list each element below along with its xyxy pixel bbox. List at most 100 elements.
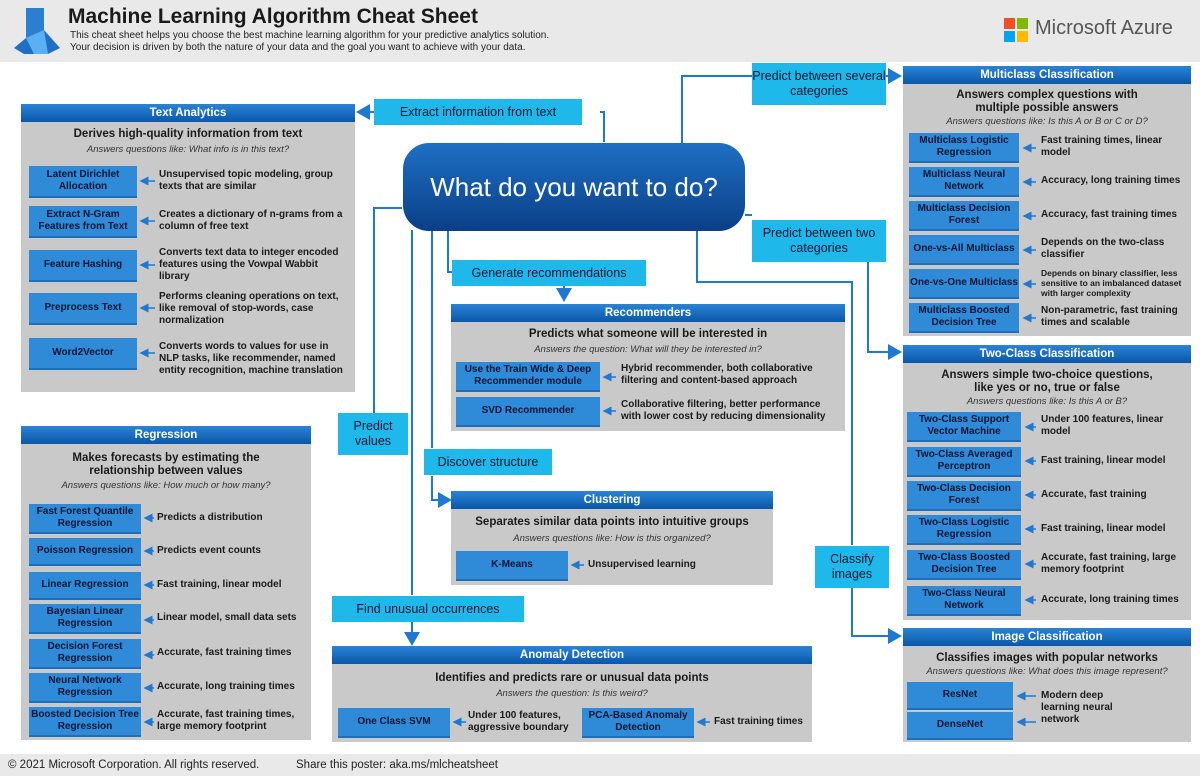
- subtitle-line-1: This cheat sheet helps you choose the be…: [70, 30, 550, 41]
- algo-pca-anomaly[interactable]: PCA-Based Anomaly Detection: [582, 708, 694, 738]
- note: Fast training times: [714, 716, 803, 727]
- algo-two-class-neural[interactable]: Two-Class Neural Network: [907, 586, 1021, 616]
- central-question: What do you want to do?: [403, 143, 745, 231]
- algo-latent-dirichlet[interactable]: Latent Dirichlet Allocation: [29, 166, 137, 198]
- text-analytics-panel: Text Analytics Derives high-quality info…: [21, 104, 355, 392]
- algo-multiclass-logistic[interactable]: Multiclass Logistic Regression: [909, 133, 1019, 163]
- header-bar: [0, 0, 1200, 62]
- panel-question: Answers questions like: Is this A or B o…: [946, 116, 1148, 127]
- algo-ngram-features[interactable]: Extract N-Gram Features from Text: [29, 206, 137, 238]
- subtitle-line-2: Your decision is driven by both the natu…: [70, 42, 526, 53]
- note: Unsupervised topic modeling, group texts…: [159, 169, 333, 192]
- note: Modern deep learning neural network: [1041, 690, 1113, 725]
- footer-share-link[interactable]: Share this poster: aka.ms/mlcheatsheet: [296, 759, 498, 771]
- anomaly-detection-panel: Anomaly Detection Identifies and predict…: [332, 646, 812, 742]
- panel-description: Answers simple two-choice questions, lik…: [941, 369, 1153, 394]
- multiclass-panel: Multiclass Classification Answers comple…: [903, 66, 1191, 336]
- action-discover-structure[interactable]: Discover structure: [424, 449, 552, 475]
- panel-question: Answers the question: Is this weird?: [496, 688, 648, 699]
- algo-wide-deep-recommender[interactable]: Use the Train Wide & Deep Recommender mo…: [456, 362, 600, 392]
- algo-one-vs-all[interactable]: One-vs-All Multiclass: [909, 235, 1019, 265]
- algo-two-class-logistic[interactable]: Two-Class Logistic Regression: [907, 515, 1021, 545]
- note: Performs cleaning operations on text, li…: [159, 291, 339, 326]
- algo-two-class-svm[interactable]: Two-Class Support Vector Machine: [907, 412, 1021, 442]
- note: Accuracy, fast training times: [1041, 209, 1177, 220]
- note: Accuracy, long training times: [1041, 175, 1181, 186]
- panel-question: Answers the question: What will they be …: [534, 344, 762, 355]
- clustering-panel: Clustering Separates similar data points…: [451, 491, 773, 585]
- algo-two-class-boosted[interactable]: Two-Class Boosted Decision Tree: [907, 550, 1021, 580]
- panel-description: Separates similar data points into intui…: [475, 516, 749, 528]
- algo-one-class-svm[interactable]: One Class SVM: [338, 708, 450, 738]
- panel-question: Answers questions like: What does this i…: [926, 666, 1168, 677]
- algo-multiclass-forest[interactable]: Multiclass Decision Forest: [909, 201, 1019, 231]
- image-classification-panel: Image Classification Classifies images w…: [903, 628, 1191, 742]
- microsoft-logo-icon: [1004, 18, 1028, 42]
- action-extract-text[interactable]: Extract information from text: [374, 99, 582, 125]
- algo-densenet[interactable]: DenseNet: [907, 712, 1013, 740]
- note: Fast training, linear model: [157, 579, 282, 590]
- panel-description: Makes forecasts by estimating the relati…: [72, 452, 260, 477]
- note: Linear model, small data sets: [157, 612, 297, 623]
- algo-decision-forest-regression[interactable]: Decision Forest Regression: [29, 639, 141, 669]
- note: Accurate, fast training times: [157, 647, 292, 658]
- action-find-unusual[interactable]: Find unusual occurrences: [332, 596, 524, 622]
- panel-description: Identifies and predicts rare or unusual …: [435, 672, 709, 684]
- algo-one-vs-one[interactable]: One-vs-One Multiclass: [909, 269, 1019, 299]
- panel-question: Answers questions like: How is this orga…: [513, 533, 711, 544]
- algo-linear-regression[interactable]: Linear Regression: [29, 572, 141, 600]
- algo-svd-recommender[interactable]: SVD Recommender: [456, 397, 600, 427]
- note: Accurate, fast training, large memory fo…: [1041, 552, 1177, 575]
- algo-neural-network-regression[interactable]: Neural Network Regression: [29, 673, 141, 703]
- action-classify-images[interactable]: Classify images: [815, 546, 889, 588]
- algo-preprocess-text[interactable]: Preprocess Text: [29, 293, 137, 325]
- action-predict-two[interactable]: Predict between two categories: [752, 220, 886, 262]
- panel-title: Recommenders: [451, 304, 845, 322]
- action-predict-values[interactable]: Predict values: [338, 413, 408, 455]
- note: Under 100 features, aggressive boundary: [468, 710, 569, 733]
- panel-question: Answers questions like: Is this A or B?: [966, 396, 1128, 407]
- note: Fast training, linear model: [1041, 523, 1166, 534]
- action-predict-several[interactable]: Predict between several categories: [752, 63, 886, 105]
- algo-multiclass-boosted[interactable]: Multiclass Boosted Decision Tree: [909, 303, 1019, 333]
- panel-title: Anomaly Detection: [332, 646, 812, 664]
- algo-poisson-regression[interactable]: Poisson Regression: [29, 538, 141, 566]
- note: Depends on binary classifier, less sensi…: [1041, 268, 1182, 298]
- algo-two-class-perceptron[interactable]: Two-Class Averaged Perceptron: [907, 447, 1021, 477]
- note: Collaborative filtering, better performa…: [621, 399, 826, 422]
- panel-question: Answers questions like: How much or how …: [61, 480, 271, 491]
- note: Hybrid recommender, both collaborative f…: [621, 363, 813, 386]
- panel-question: Answers questions like: What info is in …: [86, 144, 290, 155]
- page-title: Machine Learning Algorithm Cheat Sheet: [68, 5, 478, 28]
- panel-title: Regression: [21, 426, 311, 444]
- algo-resnet[interactable]: ResNet: [907, 682, 1013, 710]
- footer-bar: [0, 754, 1200, 776]
- note: Creates a dictionary of n-grams from a c…: [159, 209, 343, 232]
- action-generate-recommendations[interactable]: Generate recommendations: [452, 260, 646, 286]
- algo-k-means[interactable]: K-Means: [456, 551, 568, 581]
- panel-title: Text Analytics: [21, 104, 355, 122]
- note: Under 100 features, linear model: [1041, 414, 1164, 437]
- algo-two-class-forest[interactable]: Two-Class Decision Forest: [907, 481, 1021, 511]
- note: Predicts event counts: [157, 545, 261, 556]
- note: Accurate, fast training times, large mem…: [157, 709, 295, 732]
- note: Depends on the two-class classifier: [1041, 237, 1165, 260]
- algo-word2vector[interactable]: Word2Vector: [29, 338, 137, 370]
- panel-description: Answers complex questions with multiple …: [956, 89, 1138, 114]
- regression-panel: Regression Makes forecasts by estimating…: [21, 426, 311, 740]
- panel-description: Derives high-quality information from te…: [73, 128, 303, 140]
- algo-multiclass-neural[interactable]: Multiclass Neural Network: [909, 167, 1019, 197]
- panel-description: Classifies images with popular networks: [936, 652, 1158, 664]
- algo-feature-hashing[interactable]: Feature Hashing: [29, 250, 137, 282]
- footer-copyright: © 2021 Microsoft Corporation. All rights…: [8, 759, 260, 771]
- algo-fast-forest-quantile[interactable]: Fast Forest Quantile Regression: [29, 504, 141, 534]
- note: Predicts a distribution: [157, 512, 263, 523]
- panel-title: Multiclass Classification: [903, 66, 1191, 84]
- algo-boosted-decision-tree-regression[interactable]: Boosted Decision Tree Regression: [29, 707, 141, 737]
- panel-title: Two-Class Classification: [903, 345, 1191, 363]
- note: Accurate, long training times: [157, 681, 295, 692]
- note: Non-parametric, fast training times and …: [1041, 305, 1178, 328]
- panel-description: Predicts what someone will be interested…: [528, 328, 768, 340]
- algo-bayesian-linear[interactable]: Bayesian Linear Regression: [29, 604, 141, 634]
